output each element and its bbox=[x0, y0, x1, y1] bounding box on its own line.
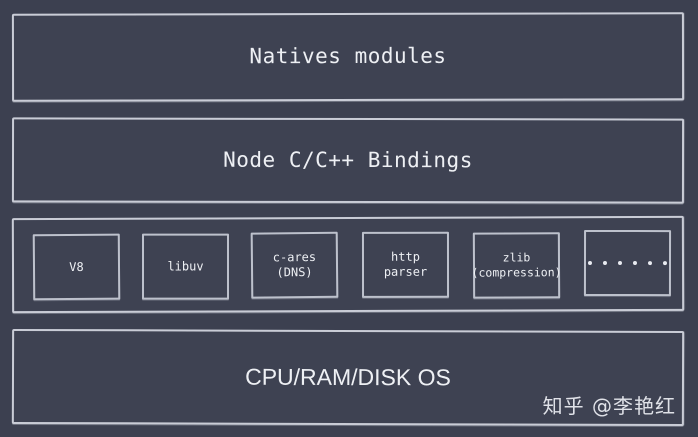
library-label-zlib-line2: (compression) bbox=[471, 265, 562, 280]
library-box-libuv: libuv bbox=[142, 233, 230, 300]
watermark: 知乎 @李艳红 bbox=[542, 394, 676, 418]
layer-natives-modules-label: Natives modules bbox=[249, 44, 447, 69]
ellipsis-dots bbox=[587, 260, 667, 266]
library-label-c-ares-line1: c-ares bbox=[272, 249, 317, 265]
library-label-libuv-line1: libuv bbox=[167, 259, 204, 274]
library-box-v8: V8 bbox=[32, 233, 121, 301]
layer-node-bindings: Node C/C++ Bindings bbox=[11, 117, 685, 204]
libraries-strip: V8 libuv c-ares (DNS) http parser bbox=[14, 218, 682, 311]
ellipsis-dot bbox=[587, 260, 593, 265]
library-label-c-ares: c-ares (DNS) bbox=[273, 250, 317, 280]
layer-os-hardware-label: CPU/RAM/DISK OS bbox=[245, 363, 451, 391]
layer-node-bindings-label: Node C/C++ Bindings bbox=[223, 147, 473, 173]
ellipsis-dot bbox=[617, 261, 623, 266]
library-box-ellipsis bbox=[583, 229, 672, 297]
library-label-libuv: libuv bbox=[167, 259, 203, 274]
layer-libraries: V8 libuv c-ares (DNS) http parser bbox=[11, 215, 685, 314]
library-label-v8-line1: V8 bbox=[69, 259, 84, 274]
library-box-http-parser: http parser bbox=[361, 231, 450, 298]
library-label-http-parser-line2: parser bbox=[383, 264, 428, 279]
library-label-http-parser: http parser bbox=[384, 250, 427, 280]
ellipsis-dot bbox=[647, 261, 652, 266]
library-label-v8: V8 bbox=[69, 259, 84, 274]
ellipsis-dot bbox=[632, 261, 637, 266]
library-label-zlib: zlib (compression) bbox=[471, 250, 562, 280]
library-box-zlib: zlib (compression) bbox=[471, 232, 562, 299]
library-label-http-parser-line1: http bbox=[391, 249, 420, 264]
ellipsis-dot bbox=[602, 260, 608, 265]
library-label-c-ares-line2: (DNS) bbox=[276, 265, 313, 280]
library-label-zlib-line1: zlib bbox=[502, 250, 531, 265]
layer-natives-modules: Natives modules bbox=[11, 12, 685, 102]
ellipsis-dot bbox=[662, 261, 667, 266]
library-box-c-ares: c-ares (DNS) bbox=[250, 231, 339, 299]
